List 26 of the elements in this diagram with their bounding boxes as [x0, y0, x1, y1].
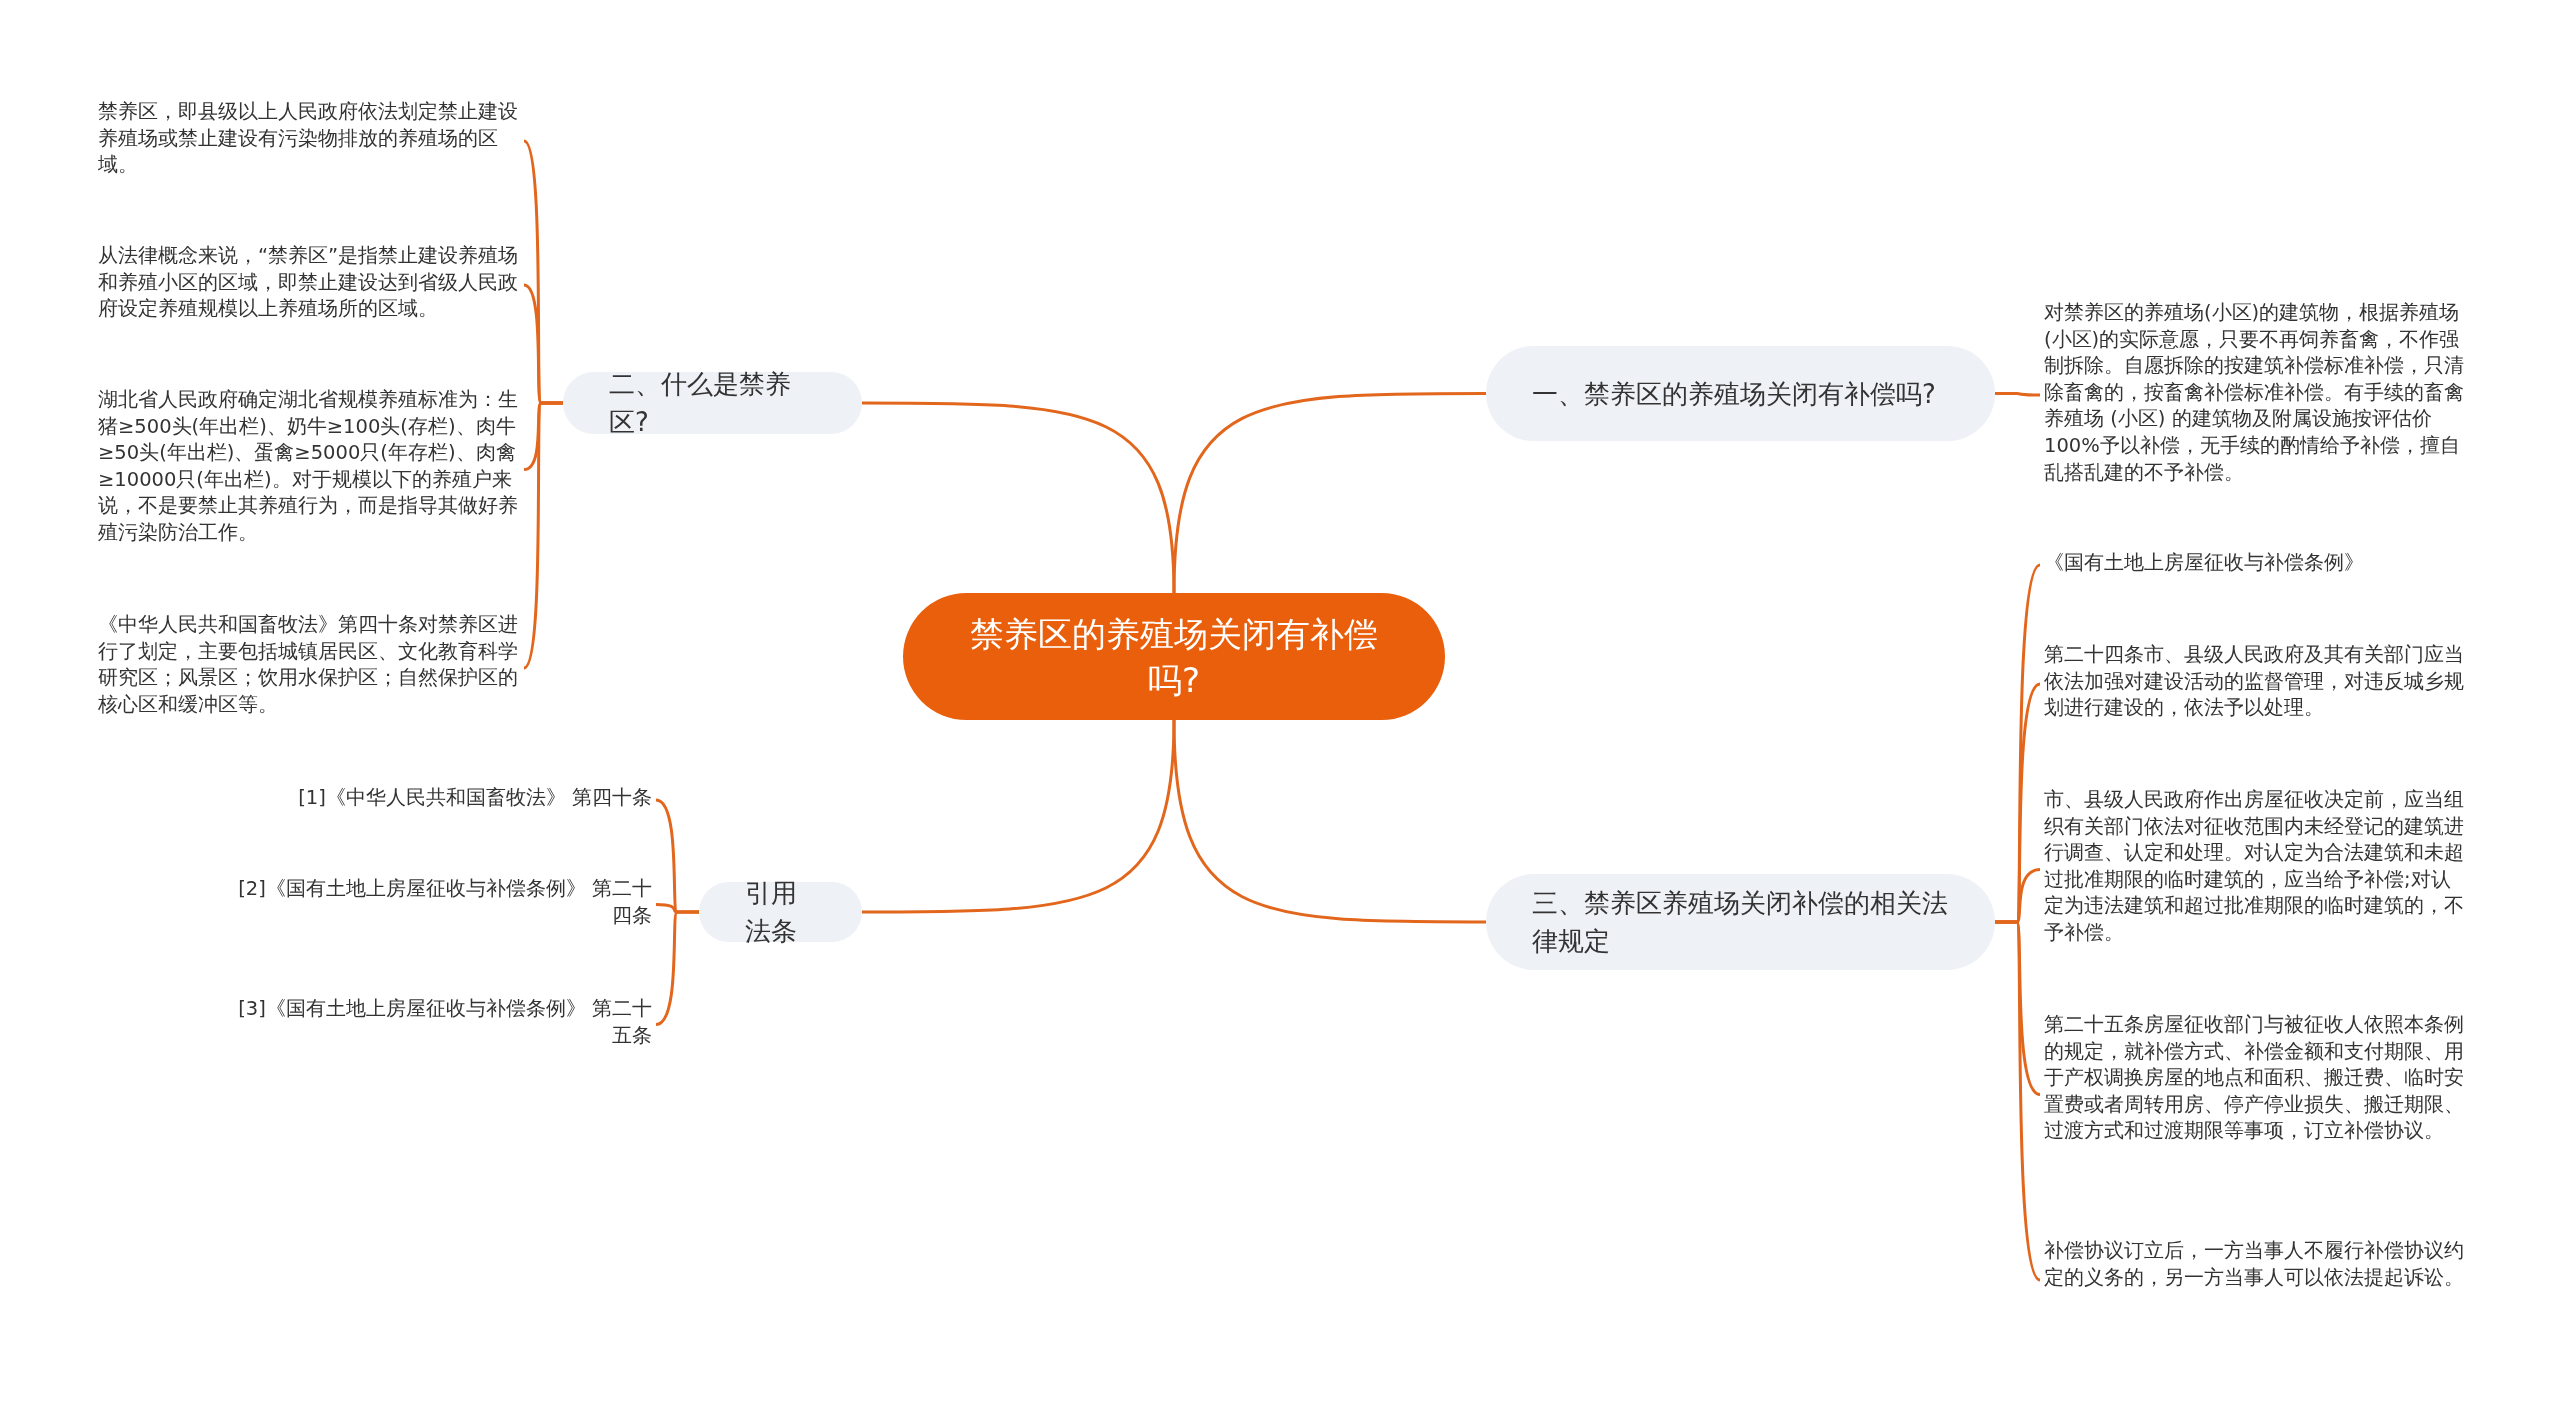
- leaf-text: 第二十五条房屋征收部门与被征收人依照本条例的规定，就补偿方式、补偿金额和支付期限、用于产权调换房屋的地点和面积、搬迁费、临时安置费或者周转用房、停产停业损失、搬迁期限、过渡方式和过渡期限等事项，订立补偿协议。: [2040, 1012, 2470, 1177]
- topic-box: 二、什么是禁养区?: [563, 372, 862, 434]
- topic-box: 引用法条: [699, 882, 862, 942]
- connector-line: [1172, 392, 1486, 594]
- connector-line: [522, 401, 563, 669]
- topic-box: 一、禁养区的养殖场关闭有补偿吗?: [1486, 346, 1995, 441]
- leaf-text: 从法律概念来说，“禁养区”是指禁止建设养殖场和养殖小区的区域，即禁止建设达到省级人民政府设定养殖规模以上养殖场所的区域。: [94, 243, 524, 327]
- central-topic: 禁养区的养殖场关闭有补偿吗?: [903, 593, 1445, 720]
- leaf-text: 第二十四条市、县级人民政府及其有关部门应当依法加强对建设活动的监督管理，对违反城乡规划进行建设的，依法予以处理。: [2040, 642, 2470, 726]
- citation-text: [3]《国有土地上房屋征收与补偿条例》 第二十五条: [226, 996, 656, 1053]
- citation-text: [1]《中华人民共和国畜牧法》 第四十条: [226, 785, 656, 815]
- citation-text: [2]《国有土地上房屋征收与补偿条例》 第二十四条: [226, 876, 656, 933]
- leaf-text: 对禁养区的养殖场(小区)的建筑物，根据养殖场(小区)的实际意愿，只要不再饲养畜禽，不作强制拆除。自愿拆除的按建筑补偿标准补偿，只清除畜禽的，按畜禽补偿标准补偿。有手续的畜禽养殖场 (小区) 的建筑物及附属设施按评估价100%予以补偿，无手续的酌情给予补偿，擅自乱搭乱建的不予补偿。: [2040, 300, 2470, 490]
- connector-line: [862, 401, 1176, 594]
- connector-line: [1995, 392, 2040, 397]
- leaf-text: 湖北省人民政府确定湖北省规模养殖标准为：生猪≥500头(年出栏)、奶牛≥100头(存栏)、肉牛≥50头(年出栏)、蛋禽≥5000只(年存栏)、肉禽≥10000只(年出栏)。对于规模以下的养殖户来说，不是要禁止其养殖行为，而是指导其做好养殖污染防治工作。: [94, 387, 524, 552]
- leaf-text: 《中华人民共和国畜牧法》第四十条对禁养区进行了划定，主要包括城镇居民区、文化教育科学研究区；风景区；饮用水保护区；自然保护区的核心区和缓冲区等。: [94, 612, 524, 724]
- topic-box: 三、禁养区养殖场关闭补偿的相关法律规定: [1486, 874, 1995, 970]
- leaf-text: 市、县级人民政府作出房屋征收决定前，应当组织有关部门依法对征收范围内未经登记的建筑进行调查、认定和处理。对认定为合法建筑和未超过批准期限的临时建筑的，应当给予补偿;对认定为违法建筑和超过批准期限的临时建筑的，不予补偿。: [2040, 787, 2470, 952]
- connector-line: [1995, 920, 2042, 1281]
- connector-line: [655, 910, 699, 1026]
- leaf-text: 补偿协议订立后，一方当事人不履行补偿协议约定的义务的，另一方当事人可以依法提起诉讼。: [2040, 1238, 2470, 1322]
- leaf-text: 禁养区，即县级以上人民政府依法划定禁止建设养殖场或禁止建设有污染物排放的养殖场的区域。: [94, 99, 524, 183]
- leaf-text: 《国有土地上房屋征收与补偿条例》: [2040, 550, 2470, 580]
- connector-line: [1172, 719, 1486, 924]
- connector-line: [862, 719, 1176, 914]
